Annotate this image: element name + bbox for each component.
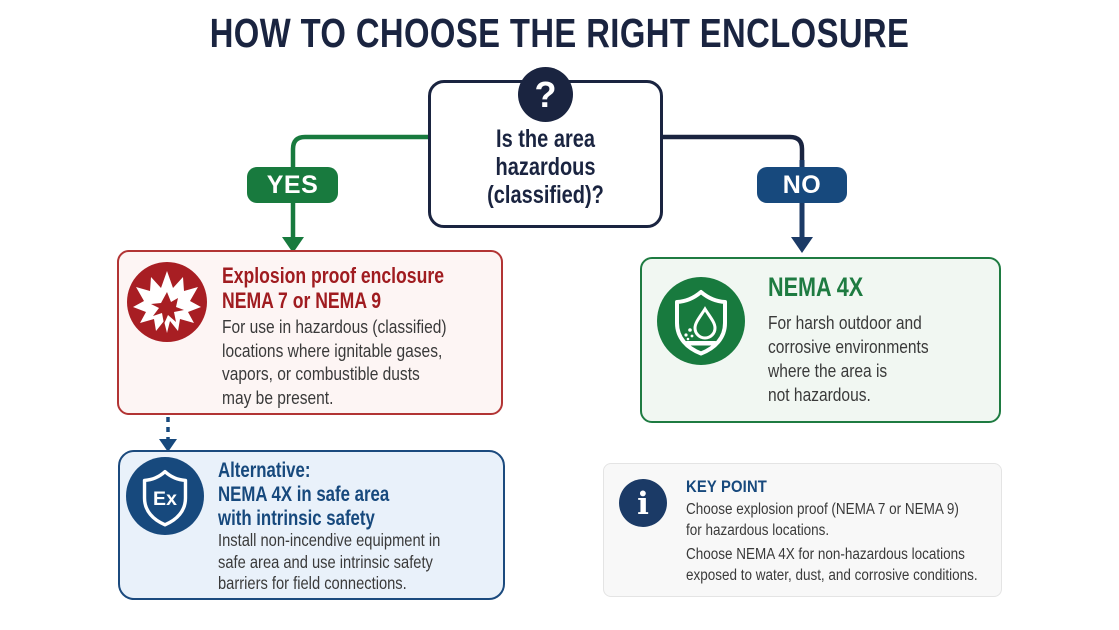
question-mark-glyph: ? [534, 73, 557, 115]
no-branch-line [663, 134, 805, 166]
alternative-arrowhead-icon [159, 439, 177, 452]
page-title: HOW TO CHOOSE THE RIGHT ENCLOSURE [209, 10, 910, 56]
explosion-card-body: For use in hazardous (classified) locati… [222, 316, 447, 408]
nema4x-card-body: For harsh outdoor and corrosive environm… [768, 312, 929, 405]
nema4x-card-title: NEMA 4X [768, 272, 864, 302]
water-shield-icon [657, 277, 745, 365]
yes-badge: YES [247, 167, 338, 203]
key-point-text-1: Choose explosion proof (NEMA 7 or NEMA 9… [686, 501, 959, 539]
info-icon: i [619, 479, 667, 527]
explosion-icon [127, 262, 207, 342]
yes-branch-line [290, 134, 428, 239]
ex-glyph: Ex [153, 488, 177, 510]
no-badge: NO [757, 167, 847, 203]
no-arrowhead-icon [791, 237, 813, 253]
explosion-card-title: Explosion proof enclosure NEMA 7 or NEMA… [222, 263, 444, 313]
ex-shield-icon: Ex [126, 457, 204, 535]
key-point-text-2: Choose NEMA 4X for non-hazardous locatio… [686, 546, 978, 584]
key-point-card [603, 463, 1002, 597]
key-point-title: KEY POINT [686, 477, 768, 496]
question-text: Is the area hazardous (classified)? [487, 125, 604, 209]
question-mark-icon: ? [518, 67, 573, 122]
info-glyph: i [637, 486, 649, 522]
alternative-card-body: Install non-incendive equipment in safe … [218, 530, 441, 593]
yes-arrowhead-icon [282, 237, 304, 253]
alternative-card-title: Alternative: NEMA 4X in safe area with i… [218, 459, 390, 530]
